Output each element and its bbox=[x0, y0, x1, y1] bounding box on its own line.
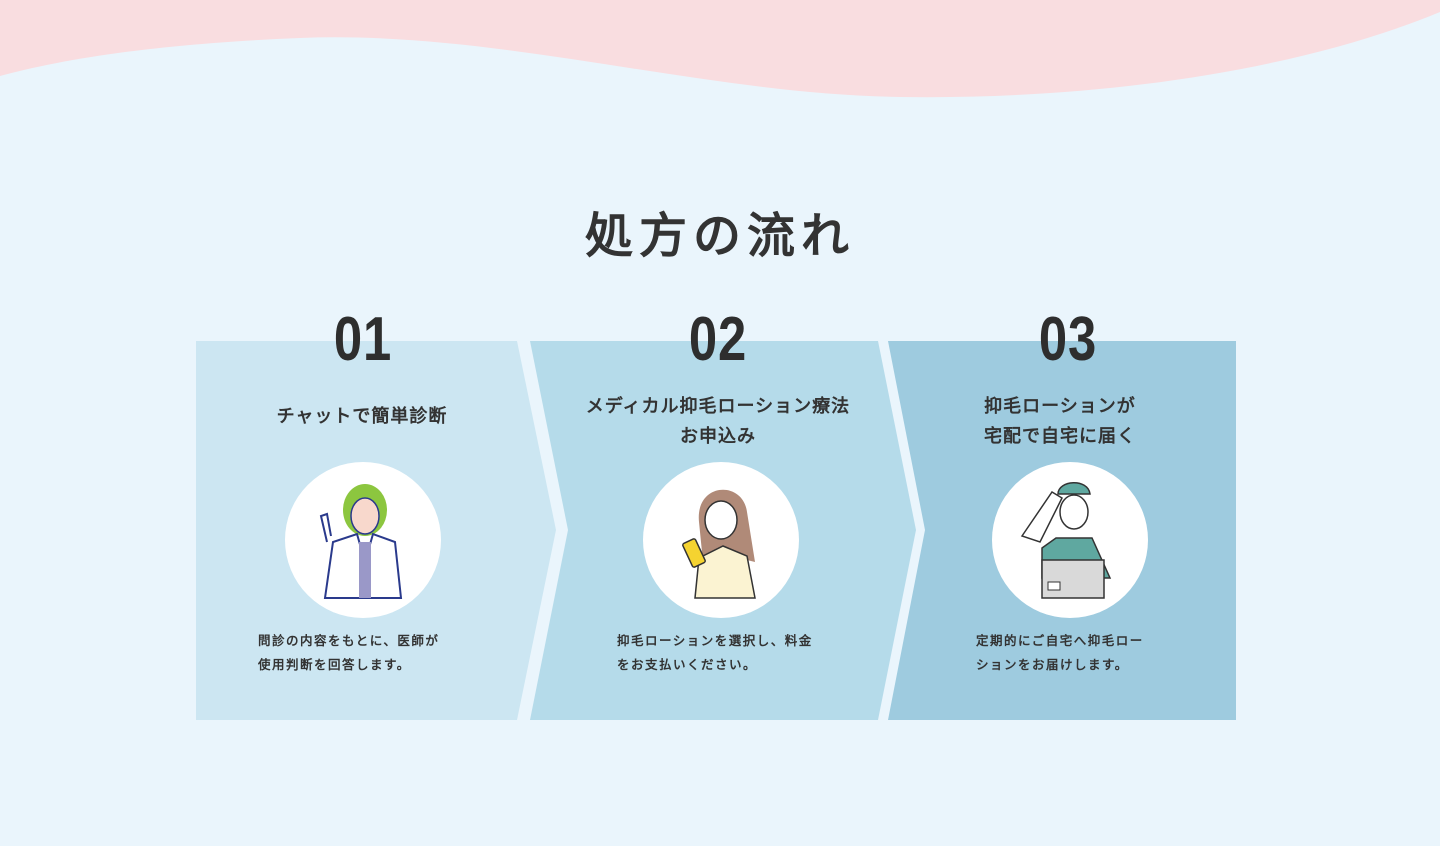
step-heading-2: メディカル抑毛ローション療法 お申込み bbox=[585, 396, 851, 447]
step-description-2: 抑毛ローションを選択し、料金 をお支払いください。 bbox=[617, 633, 813, 672]
step-number-1: 01 bbox=[333, 305, 393, 374]
step-heading-1: チャットで簡単診断 bbox=[276, 406, 448, 427]
section-title: 処方の流れ bbox=[584, 208, 855, 264]
step-heading-3: 抑毛ローションが 宅配で自宅に届く bbox=[984, 396, 1136, 447]
step-description-3: 定期的にご自宅へ抑毛ロー ションをお届けします。 bbox=[976, 633, 1144, 672]
step-number-3: 03 bbox=[1038, 305, 1098, 374]
step-description-1: 問診の内容をもとに、医師が 使用判断を回答します。 bbox=[258, 633, 440, 672]
step-number-2: 02 bbox=[688, 305, 748, 374]
delivery-person-illustration-icon bbox=[992, 462, 1148, 618]
doctor-illustration-icon bbox=[285, 462, 441, 618]
pink-wave bbox=[0, 0, 1440, 98]
woman-smartphone-illustration-icon bbox=[643, 462, 799, 618]
